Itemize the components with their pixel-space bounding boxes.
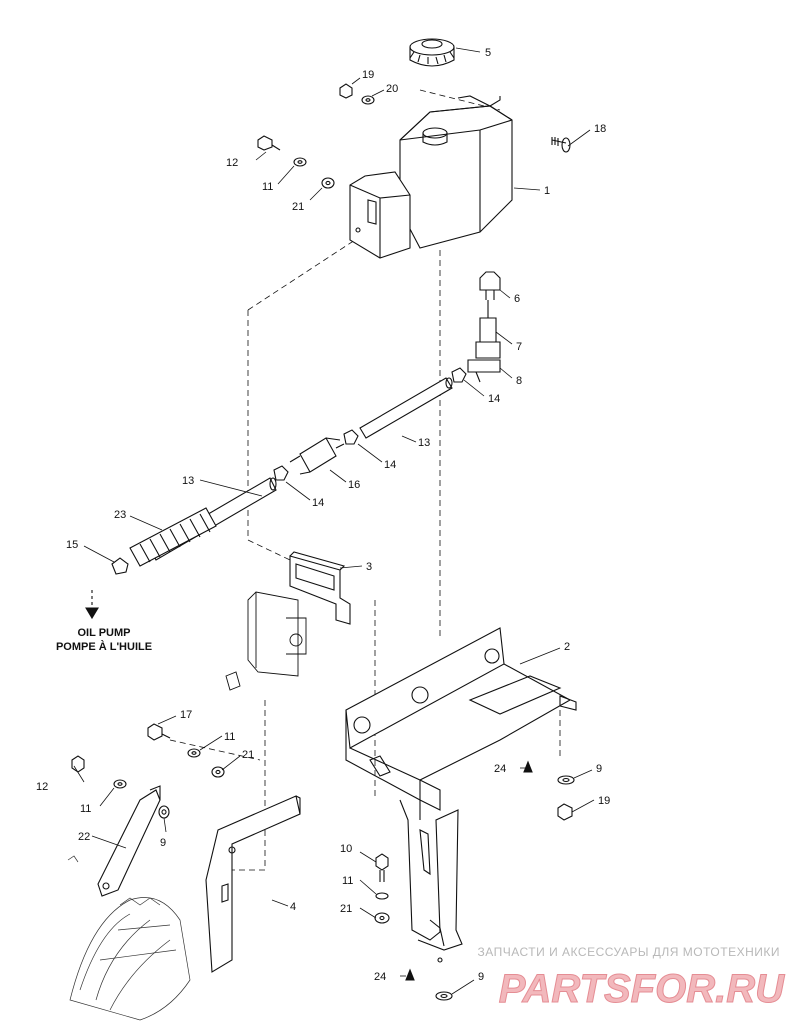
watermark-logo: PARTSFOR.RU (499, 967, 785, 1011)
callout-15: 15 (66, 539, 78, 551)
callout-24-right: 24 (494, 763, 506, 775)
oil-pump-body (225, 591, 307, 691)
washer-11-bottom (375, 892, 389, 900)
callout-21-top: 21 (292, 201, 304, 213)
callout-17: 17 (180, 709, 192, 721)
engine-sketch (67, 855, 191, 1021)
callout-21-mid: 21 (242, 749, 254, 761)
callout-9-right: 9 (596, 763, 602, 775)
valve-7 (475, 300, 501, 359)
washer-11-mid (187, 748, 201, 758)
callout-1: 1 (544, 185, 550, 197)
washer-20 (361, 95, 375, 105)
washer-21-mid (211, 766, 225, 778)
watermark-tagline: ЗАПЧАСТИ И АКСЕССУАРЫ ДЛЯ МОТОТЕХНИКИ (478, 945, 780, 959)
hose-13-upper (359, 377, 453, 439)
bolt-17 (147, 723, 171, 741)
callout-3: 3 (366, 561, 372, 573)
callout-23: 23 (114, 509, 126, 521)
tee-fitting-8 (467, 359, 501, 383)
bolt-12-top (257, 135, 281, 151)
callout-9-bottom: 9 (478, 971, 484, 983)
callout-4: 4 (290, 901, 296, 913)
callout-14-b: 14 (384, 459, 396, 471)
washer-21-bottom (374, 912, 390, 924)
clamp-14-c (273, 465, 289, 481)
leader-lines (73, 47, 595, 995)
oil-tank (349, 95, 513, 259)
callout-7: 7 (516, 341, 522, 353)
clamp-14-a (451, 367, 467, 383)
callout-14-c: 14 (312, 497, 324, 509)
callout-22: 22 (78, 831, 90, 843)
callout-10: 10 (340, 843, 352, 855)
callout-13-b: 13 (182, 475, 194, 487)
washer-9-bottom (435, 991, 453, 1001)
callout-2: 2 (564, 641, 570, 653)
mounting-bracket-2 (345, 627, 577, 963)
washer-11-top (293, 157, 307, 167)
clamp-14-b (343, 429, 359, 445)
screw-10 (375, 853, 389, 882)
callout-19-top: 19 (362, 69, 374, 81)
oil-pump-label: OIL PUMP (78, 627, 131, 639)
callout-11-lower: 11 (80, 803, 91, 815)
grommet-24-right (523, 760, 533, 773)
washer-9-right (557, 775, 575, 785)
callout-labels: 5 1 18 19 20 12 11 21 6 7 8 14 13 14 16 … (36, 47, 610, 983)
filler-cap (409, 38, 455, 67)
bolt-12-lower (71, 755, 85, 773)
watermark: ЗАПЧАСТИ И АКСЕССУАРЫ ДЛЯ МОТОТЕХНИКИ PA… (478, 945, 786, 1012)
callout-9-left: 9 (160, 837, 166, 849)
spring-sleeve-23 (129, 507, 217, 567)
callout-24-bottom: 24 (374, 971, 386, 983)
clamp-15 (111, 557, 129, 575)
screw-18 (551, 137, 571, 153)
bracket-3 (289, 551, 351, 625)
callout-5: 5 (485, 47, 491, 59)
inline-filter-16 (289, 437, 345, 475)
nut-19-right (557, 803, 573, 821)
grommet-24-bottom (405, 968, 415, 981)
callout-11-mid: 11 (224, 731, 235, 743)
washer-11-lower (113, 779, 127, 789)
callout-13-a: 13 (418, 437, 430, 449)
callout-20: 20 (386, 83, 398, 95)
fitting-6 (479, 271, 501, 300)
callout-21-bottom: 21 (340, 903, 352, 915)
oil-pump-label-fr: POMPE À L'HUILE (56, 640, 152, 653)
assembly-guide-lines (169, 89, 561, 871)
callout-12-lower: 12 (36, 781, 48, 793)
callout-11-top: 11 (262, 181, 273, 193)
callout-11-bottom: 11 (342, 875, 353, 887)
callout-16: 16 (348, 479, 360, 491)
oil-pump-arrow (85, 590, 99, 620)
callout-18: 18 (594, 123, 606, 135)
support-arm-22 (97, 785, 161, 897)
callout-14-a: 14 (488, 393, 500, 405)
washer-21-top (321, 177, 335, 189)
callout-12-top: 12 (226, 157, 238, 169)
callout-8: 8 (516, 375, 522, 387)
callout-6: 6 (514, 293, 520, 305)
callout-19-right: 19 (598, 795, 610, 807)
lower-bracket-4 (205, 795, 301, 973)
nut-19-top (339, 83, 353, 99)
washer-9-left (158, 805, 170, 819)
